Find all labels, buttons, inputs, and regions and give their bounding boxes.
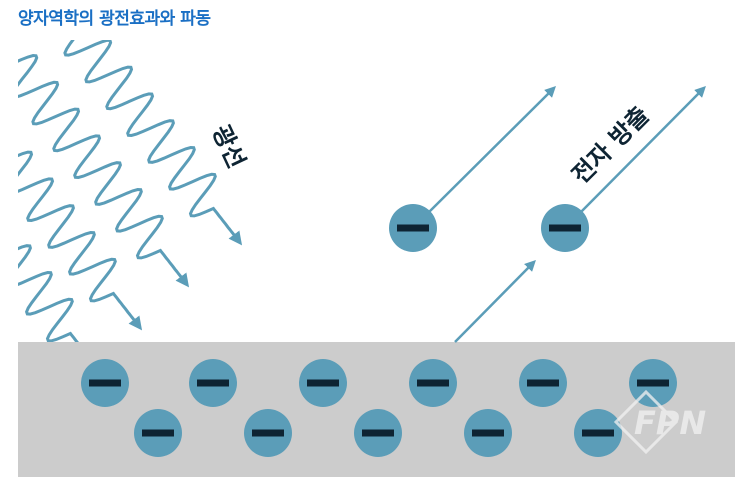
light-wave [18,150,143,331]
electron [519,359,567,407]
electron [541,204,589,252]
electron [354,409,402,457]
page-title: 양자역학의 광전효과와 파동 [18,9,211,29]
electron [299,359,347,407]
electron [409,359,457,407]
electron [189,359,237,407]
minus-icon [197,379,229,387]
minus-icon [527,379,559,387]
light-wave [18,53,190,288]
emission-arrow [454,259,536,343]
minus-icon [582,429,614,437]
minus-icon [307,379,339,387]
minus-icon [142,429,174,437]
electron [464,409,512,457]
electron [389,204,437,252]
electron [574,409,622,457]
minus-icon [549,224,581,232]
minus-icon [397,224,429,232]
minus-icon [472,429,504,437]
electron [134,409,182,457]
fpn-watermark: FPN [613,389,706,455]
emission-arrow [576,86,706,217]
light-wave [18,244,97,366]
minus-icon [362,429,394,437]
light-label: 광선 [207,121,251,173]
minus-icon [637,379,669,387]
minus-icon [252,429,284,437]
light-wave [63,40,243,246]
light-waves [18,40,243,366]
minus-icon [417,379,449,387]
minus-icon [89,379,121,387]
emission-label: 전자 방출 [566,101,654,189]
electron [244,409,292,457]
svg-text:FPN: FPN [634,404,706,442]
electron [81,359,129,407]
emission-arrow [424,86,556,217]
